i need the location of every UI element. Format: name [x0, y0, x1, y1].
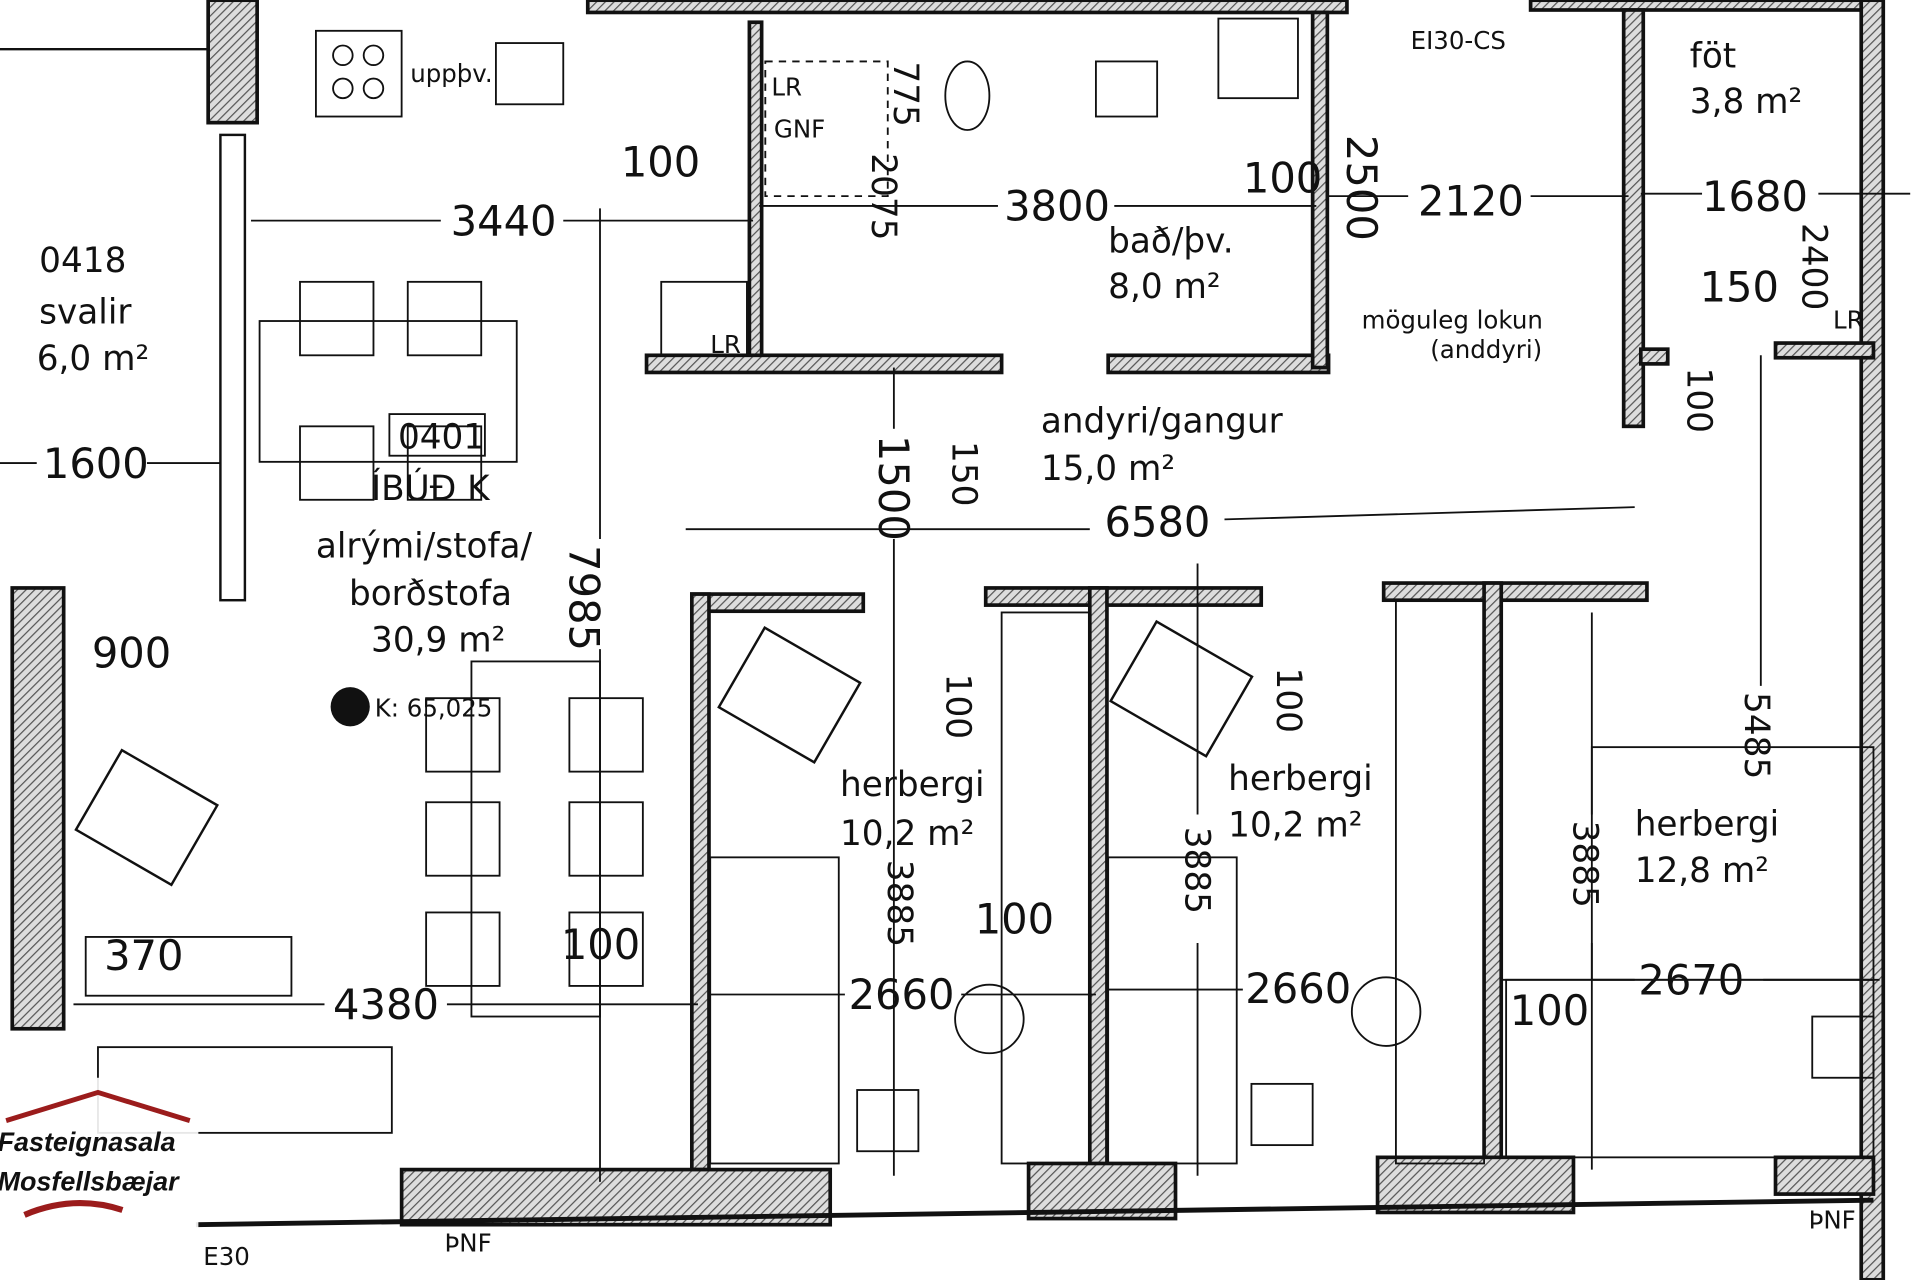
- dim-3885c: 3885: [1564, 821, 1604, 908]
- logo-line-2: Mosfellsbæjar: [0, 1166, 180, 1196]
- furniture: [74, 17, 1875, 1165]
- e30-label: E30: [203, 1242, 250, 1271]
- dim-2670: 2670: [1638, 955, 1744, 1004]
- dim-100g: 100: [561, 920, 640, 969]
- dim-3800: 3800: [1004, 182, 1110, 231]
- dim-1600: 1600: [43, 439, 149, 488]
- dim-100b: 100: [1243, 153, 1322, 202]
- living-area: 30,9 m²: [371, 621, 505, 661]
- dim-7985: 7985: [559, 545, 608, 651]
- bath-area: 8,0 m²: [1108, 267, 1221, 307]
- bed1-name: herbergi: [840, 765, 984, 805]
- bed3-name: herbergi: [1635, 804, 1779, 844]
- dim-150a: 150: [1700, 262, 1779, 311]
- closet-area: 3,8 m²: [1690, 82, 1803, 122]
- balcony-id: 0418: [39, 241, 126, 281]
- hall-area: 15,0 m²: [1041, 449, 1175, 489]
- agency-logo: Fasteignasala Mosfellsbæjar: [0, 1077, 199, 1231]
- dim-100d: 100: [938, 674, 978, 739]
- dim-1500: 1500: [869, 435, 918, 541]
- living-name-1: alrými/stofa/: [316, 526, 533, 566]
- gnf-label: GNF: [774, 114, 825, 143]
- lr-label-2: LR: [1833, 305, 1864, 334]
- bed3-area: 12,8 m²: [1635, 851, 1769, 891]
- dim-100h: 100: [1510, 986, 1589, 1035]
- dim-100f: 100: [975, 894, 1054, 943]
- door-rating: EI30-CS: [1411, 26, 1506, 55]
- dim-6580: 6580: [1104, 498, 1210, 547]
- apartment-id: 0401: [398, 417, 485, 457]
- dim-370: 370: [104, 931, 183, 980]
- apartment-name: ÍBÚÐ K: [371, 468, 491, 509]
- labels: 0418 svalir 6,0 m² 1600 uppþv. 3440 100 …: [37, 26, 1864, 1271]
- bed1-area: 10,2 m²: [840, 814, 974, 854]
- dishwasher-label: uppþv.: [410, 59, 492, 88]
- lr-label-3: LR: [710, 330, 741, 359]
- apartment-id-box: [388, 413, 486, 457]
- dim-100a: 100: [621, 138, 700, 187]
- dim-5485: 5485: [1736, 692, 1776, 779]
- dim-2075: 2075: [863, 153, 903, 240]
- balcony-area: 6,0 m²: [37, 339, 150, 379]
- living-name-2: borðstofa: [349, 574, 512, 614]
- logo-line-1: Fasteignasala: [0, 1127, 176, 1157]
- dimension-lines: [0, 192, 1911, 1182]
- dim-2660a: 2660: [849, 970, 955, 1019]
- dim-150b: 150: [944, 441, 984, 506]
- dim-900: 900: [92, 629, 171, 678]
- closet-name: föt: [1690, 37, 1736, 77]
- pnf-label: ÞNF: [444, 1229, 491, 1258]
- dim-2500: 2500: [1337, 135, 1386, 241]
- elevation-marker-icon: [330, 687, 370, 727]
- elevation-label: K: 65,025: [375, 694, 493, 723]
- dim-3885a: 3885: [879, 860, 919, 947]
- lr-label: LR: [771, 73, 802, 102]
- hall-name: andyri/gangur: [1041, 401, 1284, 441]
- dim-775: 775: [885, 61, 925, 126]
- dim-2120: 2120: [1418, 177, 1524, 226]
- dim-3885b: 3885: [1176, 827, 1216, 914]
- dim-4380: 4380: [333, 980, 439, 1029]
- closing-label-2: (anddyri): [1430, 335, 1542, 364]
- dim-2400: 2400: [1793, 223, 1833, 310]
- bed2-area: 10,2 m²: [1228, 806, 1362, 846]
- pnf-label-2: ÞNF: [1809, 1205, 1856, 1234]
- closing-label-1: möguleg lokun: [1362, 305, 1543, 334]
- dim-100c: 100: [1678, 368, 1718, 433]
- dim-3440: 3440: [451, 196, 557, 245]
- dim-1680: 1680: [1702, 172, 1808, 221]
- bath-name: bað/þv.: [1108, 221, 1234, 261]
- balcony-name: svalir: [39, 292, 132, 332]
- bed2-name: herbergi: [1228, 759, 1372, 799]
- dim-2660b: 2660: [1245, 964, 1351, 1013]
- dim-100e: 100: [1268, 668, 1308, 733]
